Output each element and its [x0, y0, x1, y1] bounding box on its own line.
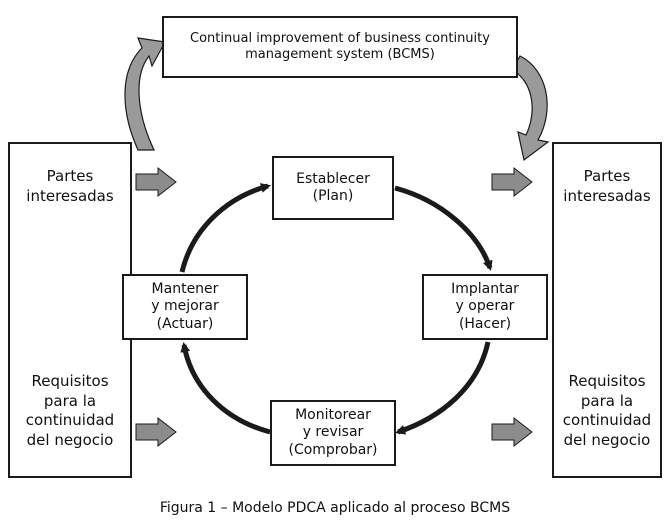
figure-caption: Figura 1 – Modelo PDCA aplicado al proce… — [159, 500, 511, 516]
cycle-arrow-act-to-plan — [179, 183, 271, 273]
act-box: Mantener y mejorar (Actuar) — [122, 274, 248, 340]
output-arrow-bottom — [491, 416, 533, 448]
cycle-arrow-check-to-act — [180, 342, 271, 435]
left-stakeholders-label: Partes interesadas — [26, 167, 114, 205]
curved-arrow-right — [511, 55, 550, 162]
plan-box: Establecer (Plan) — [272, 156, 394, 220]
output-arrow-top — [491, 166, 533, 198]
cycle-arrow-do-to-check — [395, 341, 491, 435]
right-stakeholders-label: Partes interesadas — [563, 167, 651, 205]
check-box: Monitorear y revisar (Comprobar) — [270, 400, 396, 466]
input-arrow-top — [135, 166, 177, 198]
plan-label: Establecer (Plan) — [296, 170, 370, 205]
do-box: Implantar y operar (Hacer) — [422, 274, 548, 340]
top-improvement-box: Continual improvement of business contin… — [162, 16, 518, 78]
right-panel — [552, 142, 662, 478]
cycle-arrow-plan-to-do — [394, 185, 493, 271]
right-requirements-label: Requisitos para la continuidad del negoc… — [562, 372, 652, 449]
do-label: Implantar y operar (Hacer) — [451, 280, 519, 332]
act-label: Mantener y mejorar (Actuar) — [151, 280, 219, 332]
top-improvement-label: Continual improvement of business contin… — [190, 30, 490, 62]
check-label: Monitorear y revisar (Comprobar) — [288, 406, 378, 458]
curved-arrow-left — [124, 37, 166, 151]
input-arrow-bottom — [135, 416, 177, 448]
left-requirements-label: Requisitos para la continuidad del negoc… — [25, 372, 115, 449]
